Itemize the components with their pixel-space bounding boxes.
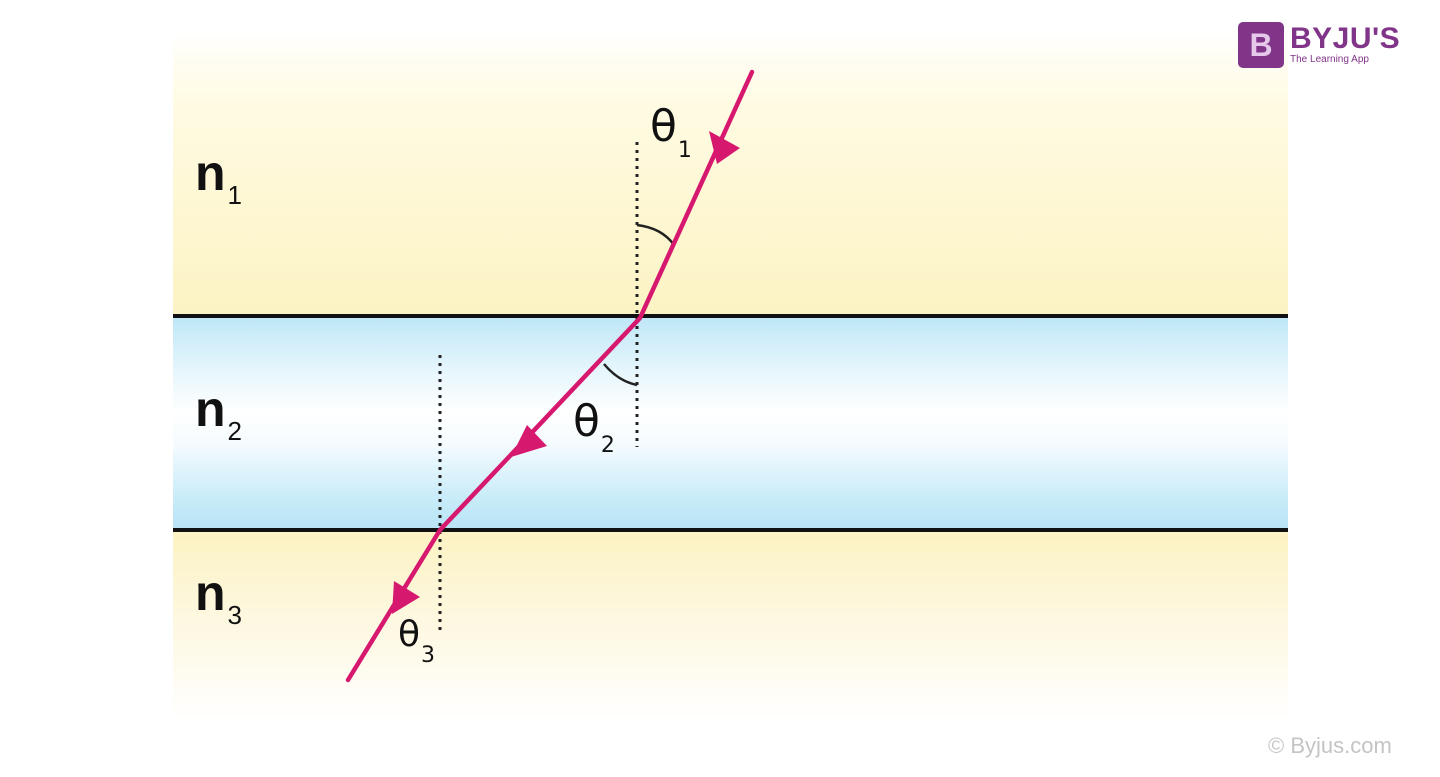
angle-subscript: 3 bbox=[421, 643, 436, 668]
arrow-icon-ray-3 bbox=[392, 581, 420, 614]
arrow-icon-ray-2 bbox=[511, 425, 547, 457]
medium-2-region bbox=[173, 318, 1288, 529]
medium-subscript: 1 bbox=[227, 180, 243, 210]
angle-label-theta3: θ3 bbox=[398, 614, 435, 667]
copyright-watermark: © Byjus.com bbox=[1268, 733, 1392, 758]
arrow-icon-ray-1 bbox=[709, 131, 740, 164]
interface-line-1-2 bbox=[173, 314, 1288, 318]
medium-symbol: n bbox=[195, 381, 226, 437]
interface-line-2-3 bbox=[173, 528, 1288, 532]
light-ray bbox=[345, 69, 755, 683]
logo-mark-icon: B bbox=[1238, 22, 1284, 68]
medium-symbol: n bbox=[195, 565, 226, 621]
medium-label-n1: n1 bbox=[195, 145, 242, 208]
angle-label-theta1: θ1 bbox=[650, 105, 692, 162]
logo-tagline: The Learning App bbox=[1290, 54, 1369, 65]
medium-1-region bbox=[173, 30, 1288, 317]
medium-symbol: n bbox=[195, 145, 226, 201]
angle-arc-1 bbox=[636, 223, 676, 246]
logo-name: BYJU'S bbox=[1290, 22, 1401, 55]
angle-arc-2 bbox=[603, 363, 638, 387]
angle-label-theta2: θ2 bbox=[573, 400, 615, 457]
medium-subscript: 3 bbox=[227, 600, 243, 630]
medium-label-n2: n2 bbox=[195, 381, 242, 444]
medium-label-n3: n3 bbox=[195, 565, 242, 628]
angle-symbol: θ bbox=[573, 396, 600, 447]
angle-subscript: 1 bbox=[677, 138, 692, 163]
angle-symbol: θ bbox=[650, 101, 677, 152]
angle-symbol: θ bbox=[398, 614, 421, 655]
medium-subscript: 2 bbox=[227, 416, 243, 446]
medium-3-region bbox=[173, 531, 1288, 721]
angle-subscript: 2 bbox=[600, 433, 615, 458]
logo-text: BYJU'S The Learning App bbox=[1290, 24, 1400, 66]
byjus-logo: B BYJU'S The Learning App bbox=[1238, 22, 1400, 68]
